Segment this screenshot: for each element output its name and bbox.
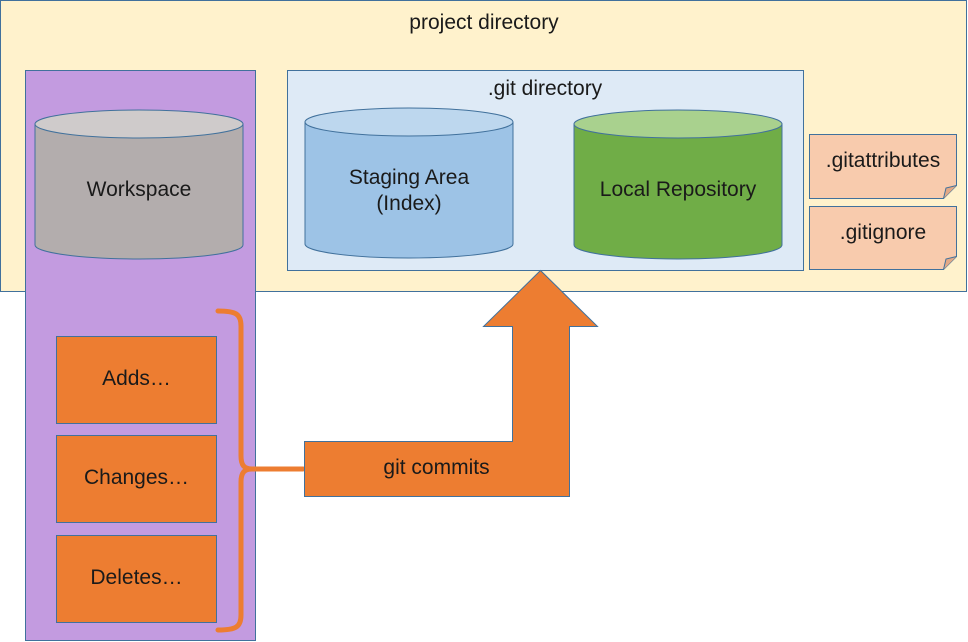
commit-arrow-label: git commits [383, 456, 490, 479]
workspace-cylinder [34, 109, 244, 260]
git-directory-label: .git directory [487, 77, 603, 100]
staging-area-line1: Staging Area [348, 166, 470, 189]
deletes-box [56, 535, 217, 623]
gitattributes-fold [943, 185, 957, 199]
staging-area-cylinder [304, 107, 514, 259]
local-repository-label: Local Repository [599, 178, 757, 201]
deletes-label: Deletes… [90, 566, 183, 589]
staging-area-line2: (Index) [376, 192, 442, 215]
local-repository-cylinder [573, 109, 783, 260]
adds-box [56, 336, 217, 424]
changes-label: Changes… [83, 466, 190, 489]
commit-arrow [304, 269, 599, 497]
workspace-label: Workspace [86, 178, 192, 201]
curly-brace [215, 308, 306, 633]
project-directory-label: project directory [409, 11, 559, 34]
staging-area-label: Staging Area (Index) [305, 165, 513, 217]
gitattributes-label: .gitattributes [825, 149, 941, 172]
adds-label: Adds… [102, 367, 171, 390]
gitignore-fold [943, 256, 957, 270]
gitignore-label: .gitignore [839, 221, 927, 244]
changes-box [56, 435, 217, 523]
